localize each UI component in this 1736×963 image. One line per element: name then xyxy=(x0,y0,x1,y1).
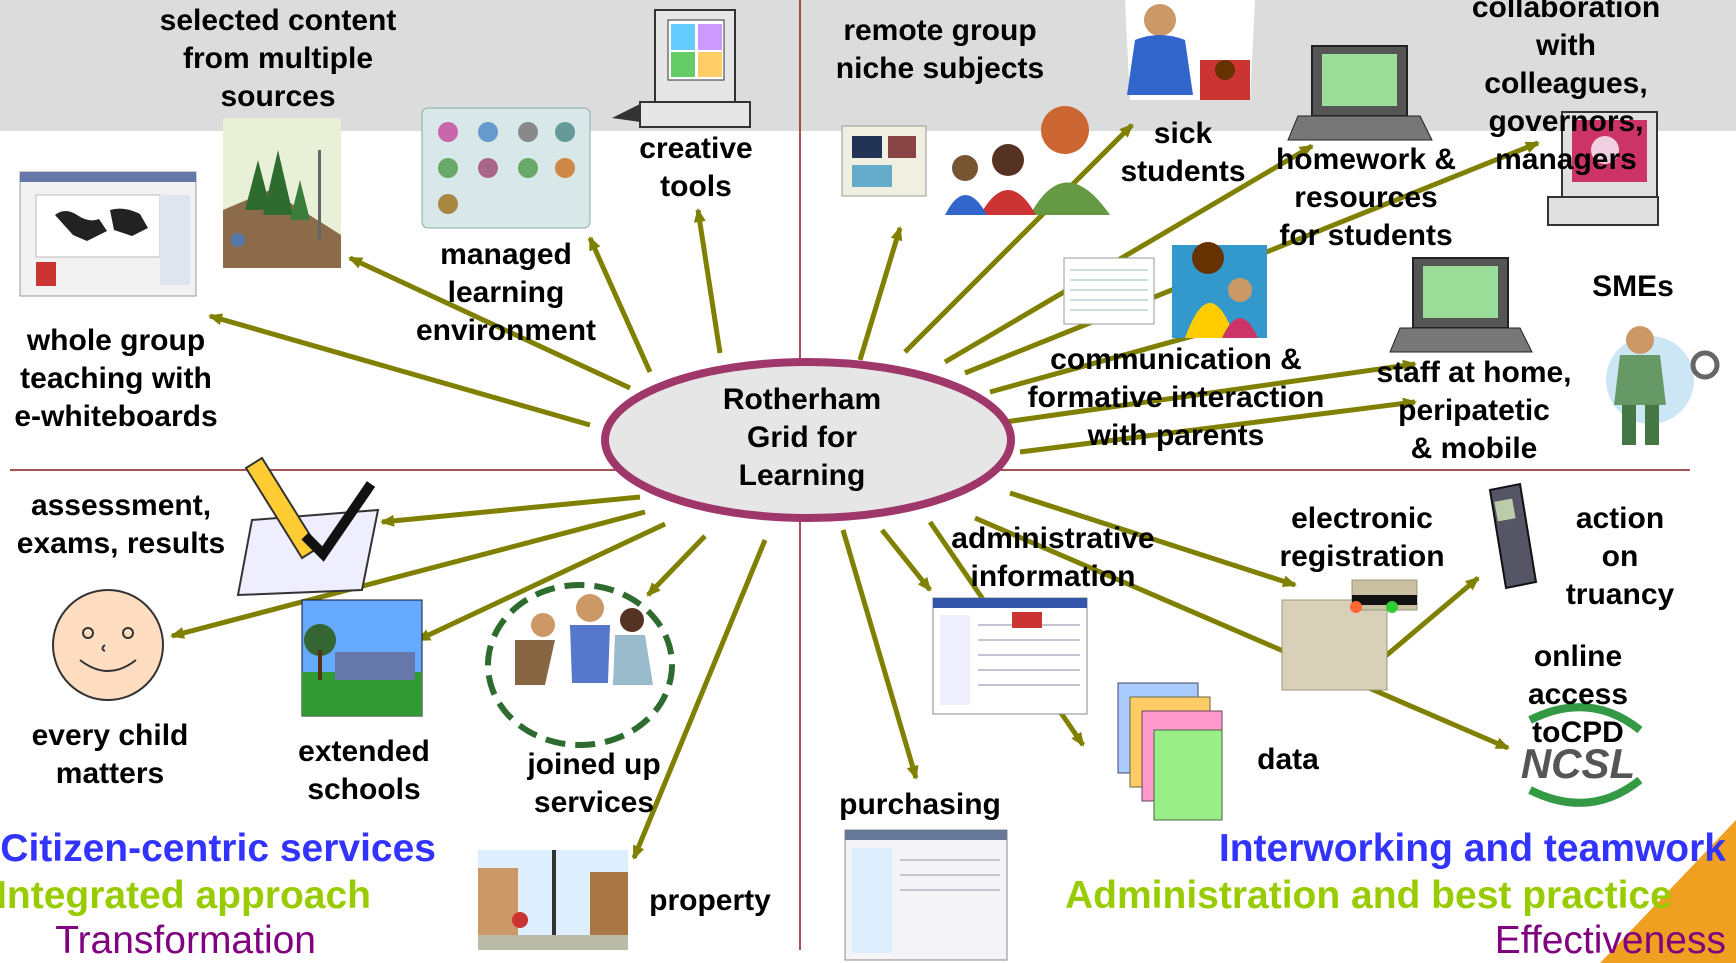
center-label: Rotherham Grid for Learning xyxy=(722,383,882,492)
computer-image xyxy=(612,9,751,128)
mobile-phone-image xyxy=(1488,482,1538,590)
pencil-checkmark-image xyxy=(236,456,380,597)
label-sick-students: sick students xyxy=(1120,117,1246,188)
label-assessment: assessment, exams, results xyxy=(16,489,226,560)
left-heading-3: Transformation xyxy=(55,919,316,962)
label-communication: communication & formative interaction wi… xyxy=(1027,343,1325,452)
label-every-child: every child matters xyxy=(31,719,189,790)
laptop-staff-image xyxy=(1389,257,1533,353)
arrow-whole-group xyxy=(208,313,591,428)
arrow-purchasing xyxy=(840,529,919,780)
street-scene-image xyxy=(478,850,628,950)
collaboration-computer-image xyxy=(1547,111,1659,226)
label-electronic-registration: electronic registration xyxy=(1279,502,1445,573)
arrow-sick-students xyxy=(903,123,1134,354)
label-remote-group: remote group niche subjects xyxy=(835,14,1045,85)
registration-device-image xyxy=(1281,579,1418,691)
label-joined-up: joined up services xyxy=(527,748,661,819)
label-data: data xyxy=(1257,743,1319,776)
landscape-image xyxy=(223,118,341,268)
arrow-creative-tools xyxy=(693,208,723,354)
label-collaboration: collaboration with colleagues, governors… xyxy=(1471,0,1661,176)
arrow-administrative xyxy=(880,528,932,592)
nurse-image xyxy=(1125,0,1255,100)
label-homework: homework & resources for students xyxy=(1275,143,1457,252)
joined-up-people-image xyxy=(485,582,675,748)
smiley-face-image xyxy=(52,589,164,701)
arrow-staff-home xyxy=(1004,359,1417,425)
admin-screenshot-image xyxy=(932,597,1088,715)
mle-screenshot-image xyxy=(421,107,591,229)
arrow-staff-home-2 xyxy=(1019,397,1417,455)
arrow-managed-learning xyxy=(587,236,653,374)
left-heading-1: Citizen-centric services xyxy=(0,827,436,870)
label-purchasing: purchasing xyxy=(839,788,1001,821)
label-action-truancy: action on truancy xyxy=(1565,502,1675,611)
label-administrative: administrative information xyxy=(951,522,1155,593)
whiteboard-screenshot-image xyxy=(19,171,197,297)
label-property: property xyxy=(649,884,771,917)
label-online-access: online access toCPD xyxy=(1527,640,1629,749)
laptop-homework-image xyxy=(1287,45,1433,141)
right-heading-3: Effectiveness xyxy=(1494,919,1726,962)
right-heading-1: Interworking and teamwork xyxy=(1218,827,1726,870)
arrow-every-child xyxy=(170,509,646,639)
ncsl-logo-image xyxy=(1528,703,1643,807)
center-ellipse xyxy=(601,358,1015,522)
school-building-image xyxy=(301,599,423,717)
mechanic-image xyxy=(1606,326,1720,445)
arrow-truancy xyxy=(1373,576,1480,667)
arrow-property xyxy=(631,539,768,860)
purchasing-screenshot-image xyxy=(844,829,1008,961)
top-band xyxy=(0,0,1736,131)
label-smes: SMEs xyxy=(1592,270,1674,303)
ncsl-logo-text: NCSL xyxy=(1520,740,1636,787)
label-creative-tools: creative tools xyxy=(639,132,753,203)
right-heading-2: Administration and best practice xyxy=(1065,874,1672,917)
arrow-homework xyxy=(943,143,1314,365)
label-staff-home: staff at home, peripatetic & mobile xyxy=(1376,356,1572,465)
data-sheets-image xyxy=(1117,682,1223,821)
label-managed-learning: managed learning environment xyxy=(415,238,597,347)
arrow-selected-content xyxy=(348,255,632,391)
arrow-electronic-registration xyxy=(1009,490,1297,588)
arrow-remote-group xyxy=(857,226,903,361)
arrow-extended-schools xyxy=(416,521,667,643)
label-whole-group: whole group teaching with e-whiteboards xyxy=(14,324,218,433)
arrow-joined-up xyxy=(646,534,707,597)
arrow-assessment xyxy=(380,494,641,527)
corner-accent xyxy=(1600,820,1736,963)
label-extended-schools: extended schools xyxy=(298,735,430,806)
video-conference-image xyxy=(841,106,1110,215)
label-selected-content: selected content from multiple sources xyxy=(159,4,397,113)
left-heading-2: Integrated approach xyxy=(0,874,371,917)
parent-report-image xyxy=(1063,242,1267,338)
arrow-online-access xyxy=(974,515,1510,751)
